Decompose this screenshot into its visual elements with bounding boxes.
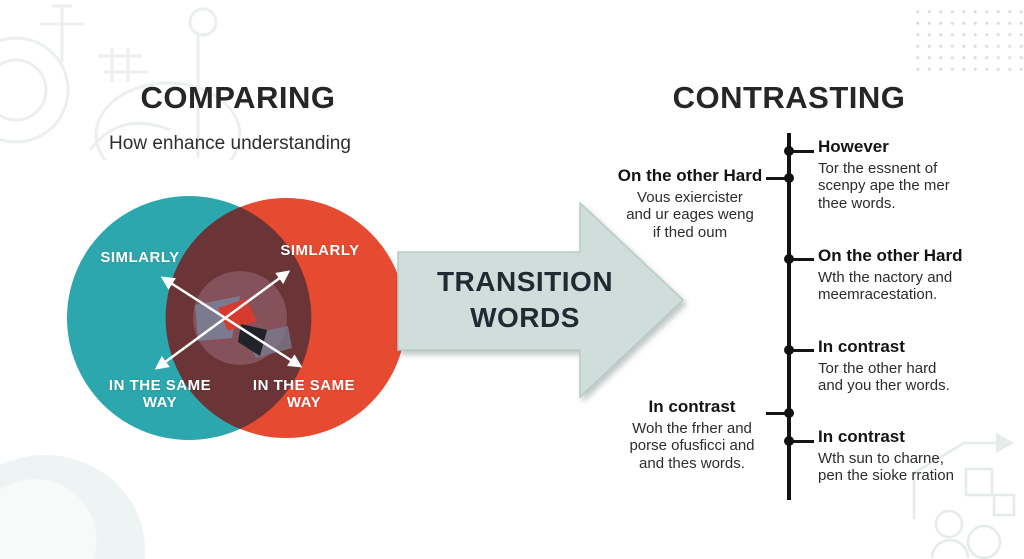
timeline-entry-title: In contrast [648,397,736,416]
timeline-entry-on-the-other-right: On the other Hard Wth the nactory and me… [818,246,993,304]
timeline-entry-however: However Tor the essnent of scenpy ape th… [818,137,993,212]
timeline-entry-title: On the other Hard [617,166,763,185]
venn-label-same-way-left: IN THE SAME WAY [108,377,212,411]
timeline-entry-title: On the other Hard [818,246,963,265]
bottomleft-blob-decoration [0,455,145,559]
timeline-tick [766,412,787,415]
transition-words-label: TRANSITION WORDS [430,264,620,336]
timeline-tick [791,349,814,352]
timeline-dot [784,436,794,446]
timeline-tick [766,177,787,180]
timeline-entry-body: Vous exiercister and ur eages weng if th… [626,188,754,241]
transition-arrow-shape [397,201,685,399]
timeline-tick [791,258,814,261]
venn-diagram [67,196,406,440]
comparing-heading: COMPARING [140,80,336,115]
timeline-tick [791,150,814,153]
timeline-entry-body: Tor the essnent of scenpy ape the mer th… [818,159,950,212]
timeline-entry-on-the-other-left: On the other Hard Vous exiercister and u… [610,166,770,241]
timeline-entry-title: In contrast [818,337,905,356]
transition-words-line2: WORDS [470,302,580,333]
comparing-subheading: How enhance understanding [109,133,351,154]
transition-words-line1: TRANSITION [436,266,614,297]
venn-label-same-way-right: IN THE SAME WAY [252,377,356,411]
venn-label-similarly-right: SIMLARLY [280,242,360,259]
timeline-entry-title: In contrast [818,427,905,446]
timeline-entry-in-contrast-left: In contrast Woh the frher and porse ofus… [612,397,772,472]
timeline-axis [787,133,791,500]
timeline-dot [784,254,794,264]
timeline-entry-in-contrast-right-1: In contrast Tor the other hard and you t… [818,337,993,395]
timeline-entry-body: Woh the frher and porse ofusficci and an… [629,419,755,472]
venn-label-similarly-left: SIMLARLY [100,249,180,266]
timeline-tick [791,440,814,443]
timeline-entry-in-contrast-right-2: In contrast Wth sun to charne, pen the s… [818,427,993,485]
timeline-entry-title: However [818,137,889,156]
timeline-entry-body: Wth the nactory and meemracestation. [818,268,953,304]
topright-dot-grid-decoration [912,6,1024,74]
timeline-entry-body: Tor the other hard and you ther words. [818,359,950,395]
timeline-dot [784,146,794,156]
timeline-dot [784,345,794,355]
bottomright-flowchart-decoration [912,433,1016,559]
transition-arrow [397,201,685,399]
timeline-dot [784,173,794,183]
venn-cross-arrow-sw-ne [154,270,291,370]
topleft-doodle-decoration [0,4,242,160]
timeline-dot [784,408,794,418]
timeline-entry-body: Wth sun to charne, pen the sioke rration [818,449,954,485]
contrasting-heading: CONTRASTING [672,80,906,115]
